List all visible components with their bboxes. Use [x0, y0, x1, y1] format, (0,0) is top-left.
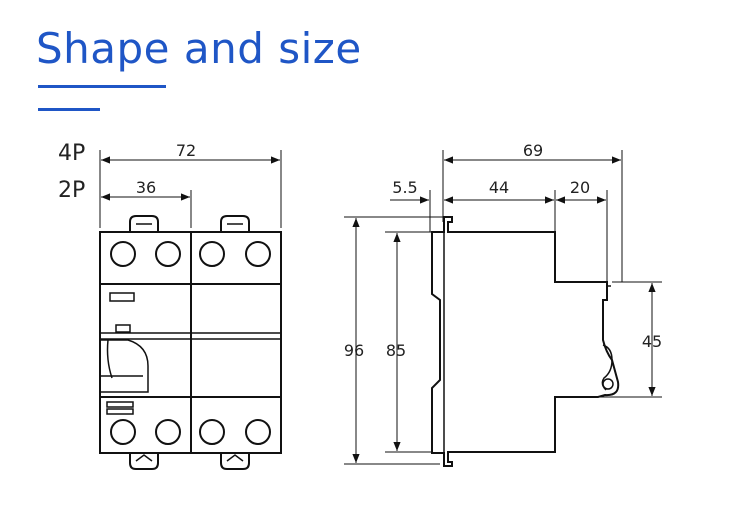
label-4p: 4P [58, 141, 85, 166]
side-view: 69 5.5 44 20 96 85 45 [344, 141, 662, 467]
dim-44: 44 [489, 178, 509, 197]
title-underline-long [38, 85, 166, 88]
side-profile [431, 216, 620, 467]
dim-45: 45 [642, 332, 662, 351]
dim-96: 96 [344, 341, 364, 360]
page-title: Shape and size [36, 24, 362, 73]
dim-5-5: 5.5 [392, 178, 417, 197]
front-view: 4P 2P 72 36 [58, 141, 282, 470]
dim-85: 85 [386, 341, 406, 360]
label-2p: 2P [58, 178, 85, 203]
dim-36: 36 [136, 178, 156, 197]
dim-72: 72 [176, 141, 196, 160]
dim-20: 20 [570, 178, 590, 197]
dim-69: 69 [523, 141, 543, 160]
title-underline-short [38, 108, 100, 111]
